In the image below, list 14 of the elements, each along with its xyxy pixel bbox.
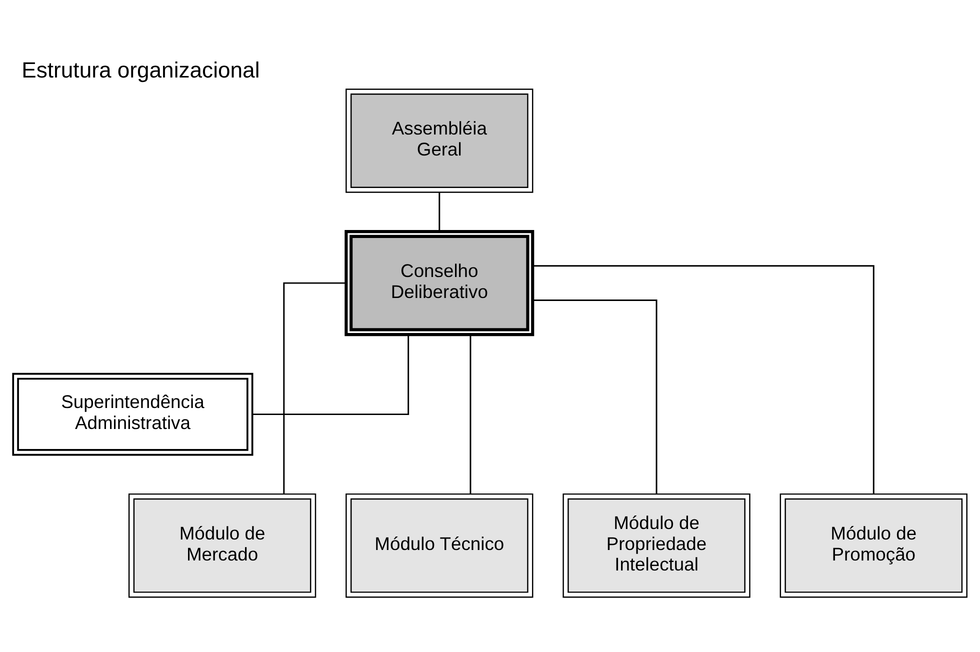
node-box: Conselho Deliberativo: [344, 230, 534, 336]
connector: [283, 282, 346, 494]
connector: [532, 300, 658, 494]
connector: [438, 192, 440, 232]
node-box: Módulo de Propriedade Intelectual: [562, 493, 750, 598]
connector: [252, 334, 410, 416]
connector: [470, 334, 472, 494]
node-box: Assembléia Geral: [346, 88, 534, 193]
node-box: Módulo de Mercado: [128, 493, 316, 598]
node-box: Módulo de Promoção: [780, 493, 968, 598]
connector: [533, 265, 874, 494]
node-box: Módulo Técnico: [346, 493, 534, 598]
diagram-title: Estrutura organizacional: [22, 57, 260, 82]
node-box: Superintendência Administrativa: [12, 372, 254, 456]
